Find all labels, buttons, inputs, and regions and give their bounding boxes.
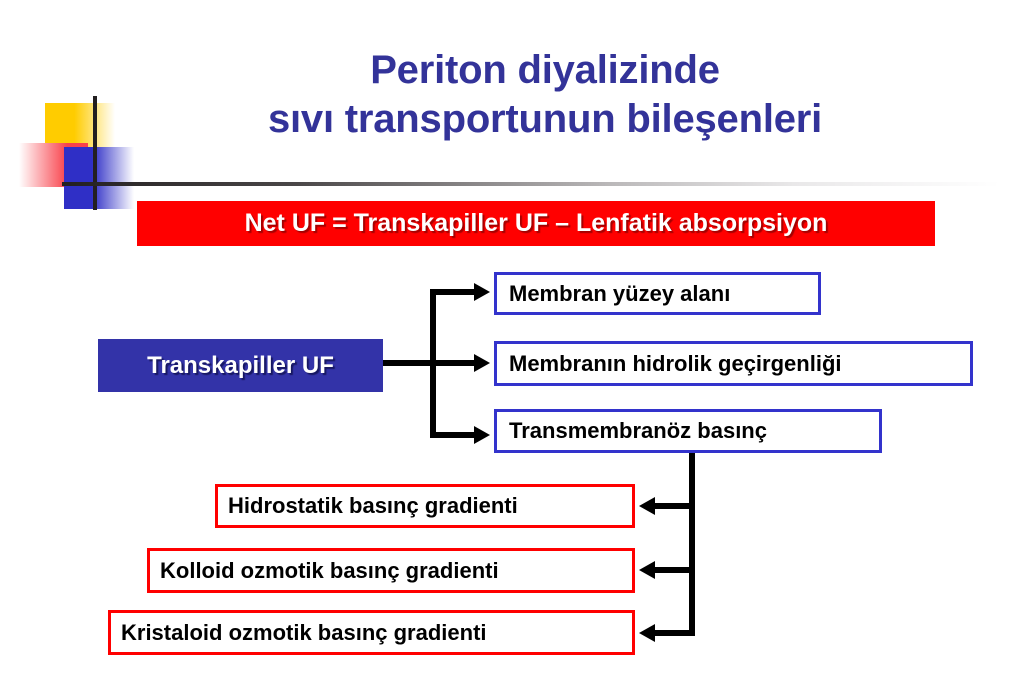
connector-arm-kolloid <box>655 567 695 573</box>
node-kolloid-ozmotik-basinc-gradienti-label: Kolloid ozmotik basınç gradienti <box>160 557 499 583</box>
connector-branch-middle <box>430 360 478 366</box>
connector-branch-bottom <box>430 432 478 438</box>
node-transmembranoz-basinc-label: Transmembranöz basınç <box>509 418 767 443</box>
node-membran-yuzey-alani: Membran yüzey alanı <box>494 272 821 315</box>
arrowhead-to-kristaloid-ozmotik-basinc-gradienti <box>639 624 655 642</box>
node-membranin-hidrolik-gecirgenligi-label: Membranın hidrolik geçirgenliği <box>509 350 842 376</box>
header-divider-rule <box>62 182 1000 186</box>
arrowhead-to-membranin-hidrolik-gecirgenligi <box>474 354 490 372</box>
equation-banner-text: Net UF = Transkapiller UF – Lenfatik abs… <box>244 209 828 237</box>
equation-banner: Net UF = Transkapiller UF – Lenfatik abs… <box>137 201 935 246</box>
node-kolloid-ozmotik-basinc-gradienti: Kolloid ozmotik basınç gradienti <box>147 548 635 593</box>
node-hidrostatik-basinc-gradienti-label: Hidrostatik basınç gradienti <box>228 493 518 518</box>
node-transkapiller-uf-label: Transkapiller UF <box>147 351 334 379</box>
node-membranin-hidrolik-gecirgenligi: Membranın hidrolik geçirgenliği <box>494 341 973 386</box>
connector-branch-top <box>430 289 478 295</box>
node-transmembranoz-basinc: Transmembranöz basınç <box>494 409 882 453</box>
logo-vertical-rule <box>93 96 97 210</box>
node-hidrostatik-basinc-gradienti: Hidrostatik basınç gradienti <box>215 484 635 528</box>
arrowhead-to-membran-yuzey-alani <box>474 283 490 301</box>
node-kristaloid-ozmotik-basinc-gradienti: Kristaloid ozmotik basınç gradienti <box>108 610 635 655</box>
page-title-line-1: Periton diyalizinde <box>370 48 720 92</box>
page-title: Periton diyalizinde sıvı transportunun b… <box>150 46 940 144</box>
page-title-line-2: sıvı transportunun bileşenleri <box>267 97 823 141</box>
connector-source-stem <box>383 360 461 366</box>
connector-arm-kristaloid <box>655 630 695 636</box>
connector-pressure-spine <box>689 453 695 636</box>
node-transkapiller-uf: Transkapiller UF <box>98 339 383 392</box>
connector-arm-hidrostatik <box>655 503 695 509</box>
arrowhead-to-hidrostatik-basinc-gradienti <box>639 497 655 515</box>
node-kristaloid-ozmotik-basinc-gradienti-label: Kristaloid ozmotik basınç gradienti <box>121 619 487 645</box>
node-membran-yuzey-alani-label: Membran yüzey alanı <box>509 280 731 306</box>
arrowhead-to-kolloid-ozmotik-basinc-gradienti <box>639 561 655 579</box>
arrowhead-to-transmembranoz-basinc <box>474 426 490 444</box>
logo-blue-square <box>64 147 134 209</box>
